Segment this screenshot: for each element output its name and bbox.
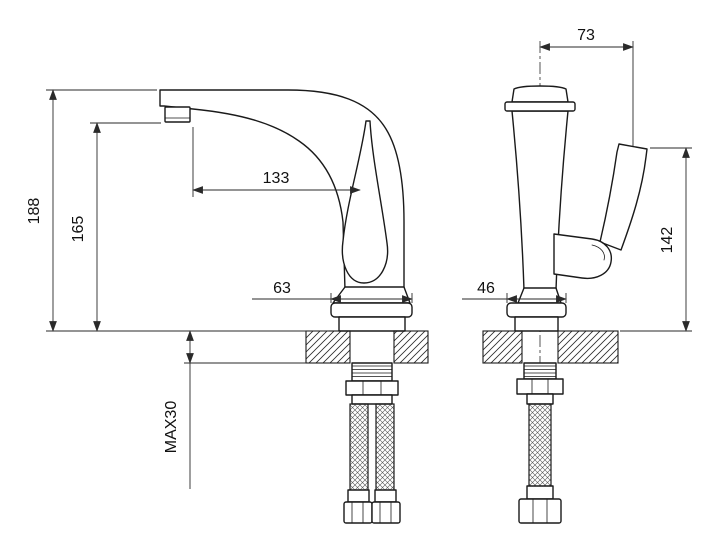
base-ring-front — [338, 316, 406, 332]
base-flange-front — [330, 302, 413, 318]
dim-side-base-width: 46 — [462, 280, 567, 303]
side-view — [482, 41, 648, 524]
supply-hose-left — [349, 403, 369, 497]
base-flange-side — [506, 302, 567, 318]
dim-handle-height: 142 — [620, 147, 692, 332]
supply-hose-right — [375, 403, 395, 497]
supply-hose-side — [528, 403, 552, 491]
dim-label-spout-height: 165 — [70, 216, 87, 243]
locknut-front — [345, 380, 399, 396]
counter-section-right — [393, 330, 429, 364]
dim-top-depth: 73 — [539, 27, 634, 146]
handle-lever — [599, 143, 648, 251]
front-view — [159, 89, 429, 524]
dim-max-counter-thickness: MAX30 — [163, 330, 306, 489]
thread-lines-side — [523, 365, 557, 377]
dim-label-handle-height: 142 — [659, 227, 676, 254]
cap-brim — [504, 101, 576, 112]
dim-spout-height: 165 — [70, 122, 161, 332]
dim-label-total-height: 188 — [26, 198, 43, 225]
hose-nut-facets — [351, 501, 392, 524]
dim-front-base-width: 63 — [252, 280, 413, 303]
hose-nut-left — [343, 501, 373, 524]
dim-label-side-base-width: 46 — [477, 280, 495, 297]
cartridge-cap — [511, 85, 569, 103]
hose-nut-facets-side — [532, 498, 548, 524]
counter-section-side-left — [482, 330, 523, 364]
aerator — [164, 106, 191, 123]
hose-nut-right — [371, 501, 401, 524]
locknut-facets-side — [531, 378, 549, 395]
thread-lines-front — [351, 365, 393, 377]
counter-section-left — [305, 330, 351, 364]
base-flare-side — [517, 287, 562, 304]
hose-crimp-left — [347, 489, 370, 503]
hose-connector-side — [526, 393, 554, 405]
base-ring-side — [514, 316, 559, 332]
dim-label-top-depth: 73 — [577, 27, 595, 44]
dim-label-max-counter-thickness: MAX30 — [163, 401, 180, 454]
dim-spout-reach: 133 — [192, 127, 361, 197]
locknut-facets-front — [362, 380, 382, 396]
hose-crimp-right — [374, 489, 397, 503]
handle-hub — [553, 233, 613, 280]
dimensions: 188 165 133 63 MAX30 — [26, 27, 692, 489]
locknut-side — [516, 378, 564, 395]
dim-label-front-base-width: 63 — [273, 280, 291, 297]
dim-label-spout-reach: 133 — [263, 170, 290, 187]
hose-nut-side — [518, 498, 562, 524]
hose-crimp-side — [526, 485, 554, 500]
base-flare-front — [332, 286, 411, 304]
hose-connector-front — [351, 394, 393, 405]
counter-section-side-right — [557, 330, 619, 364]
handle-hub-arc — [591, 244, 605, 261]
